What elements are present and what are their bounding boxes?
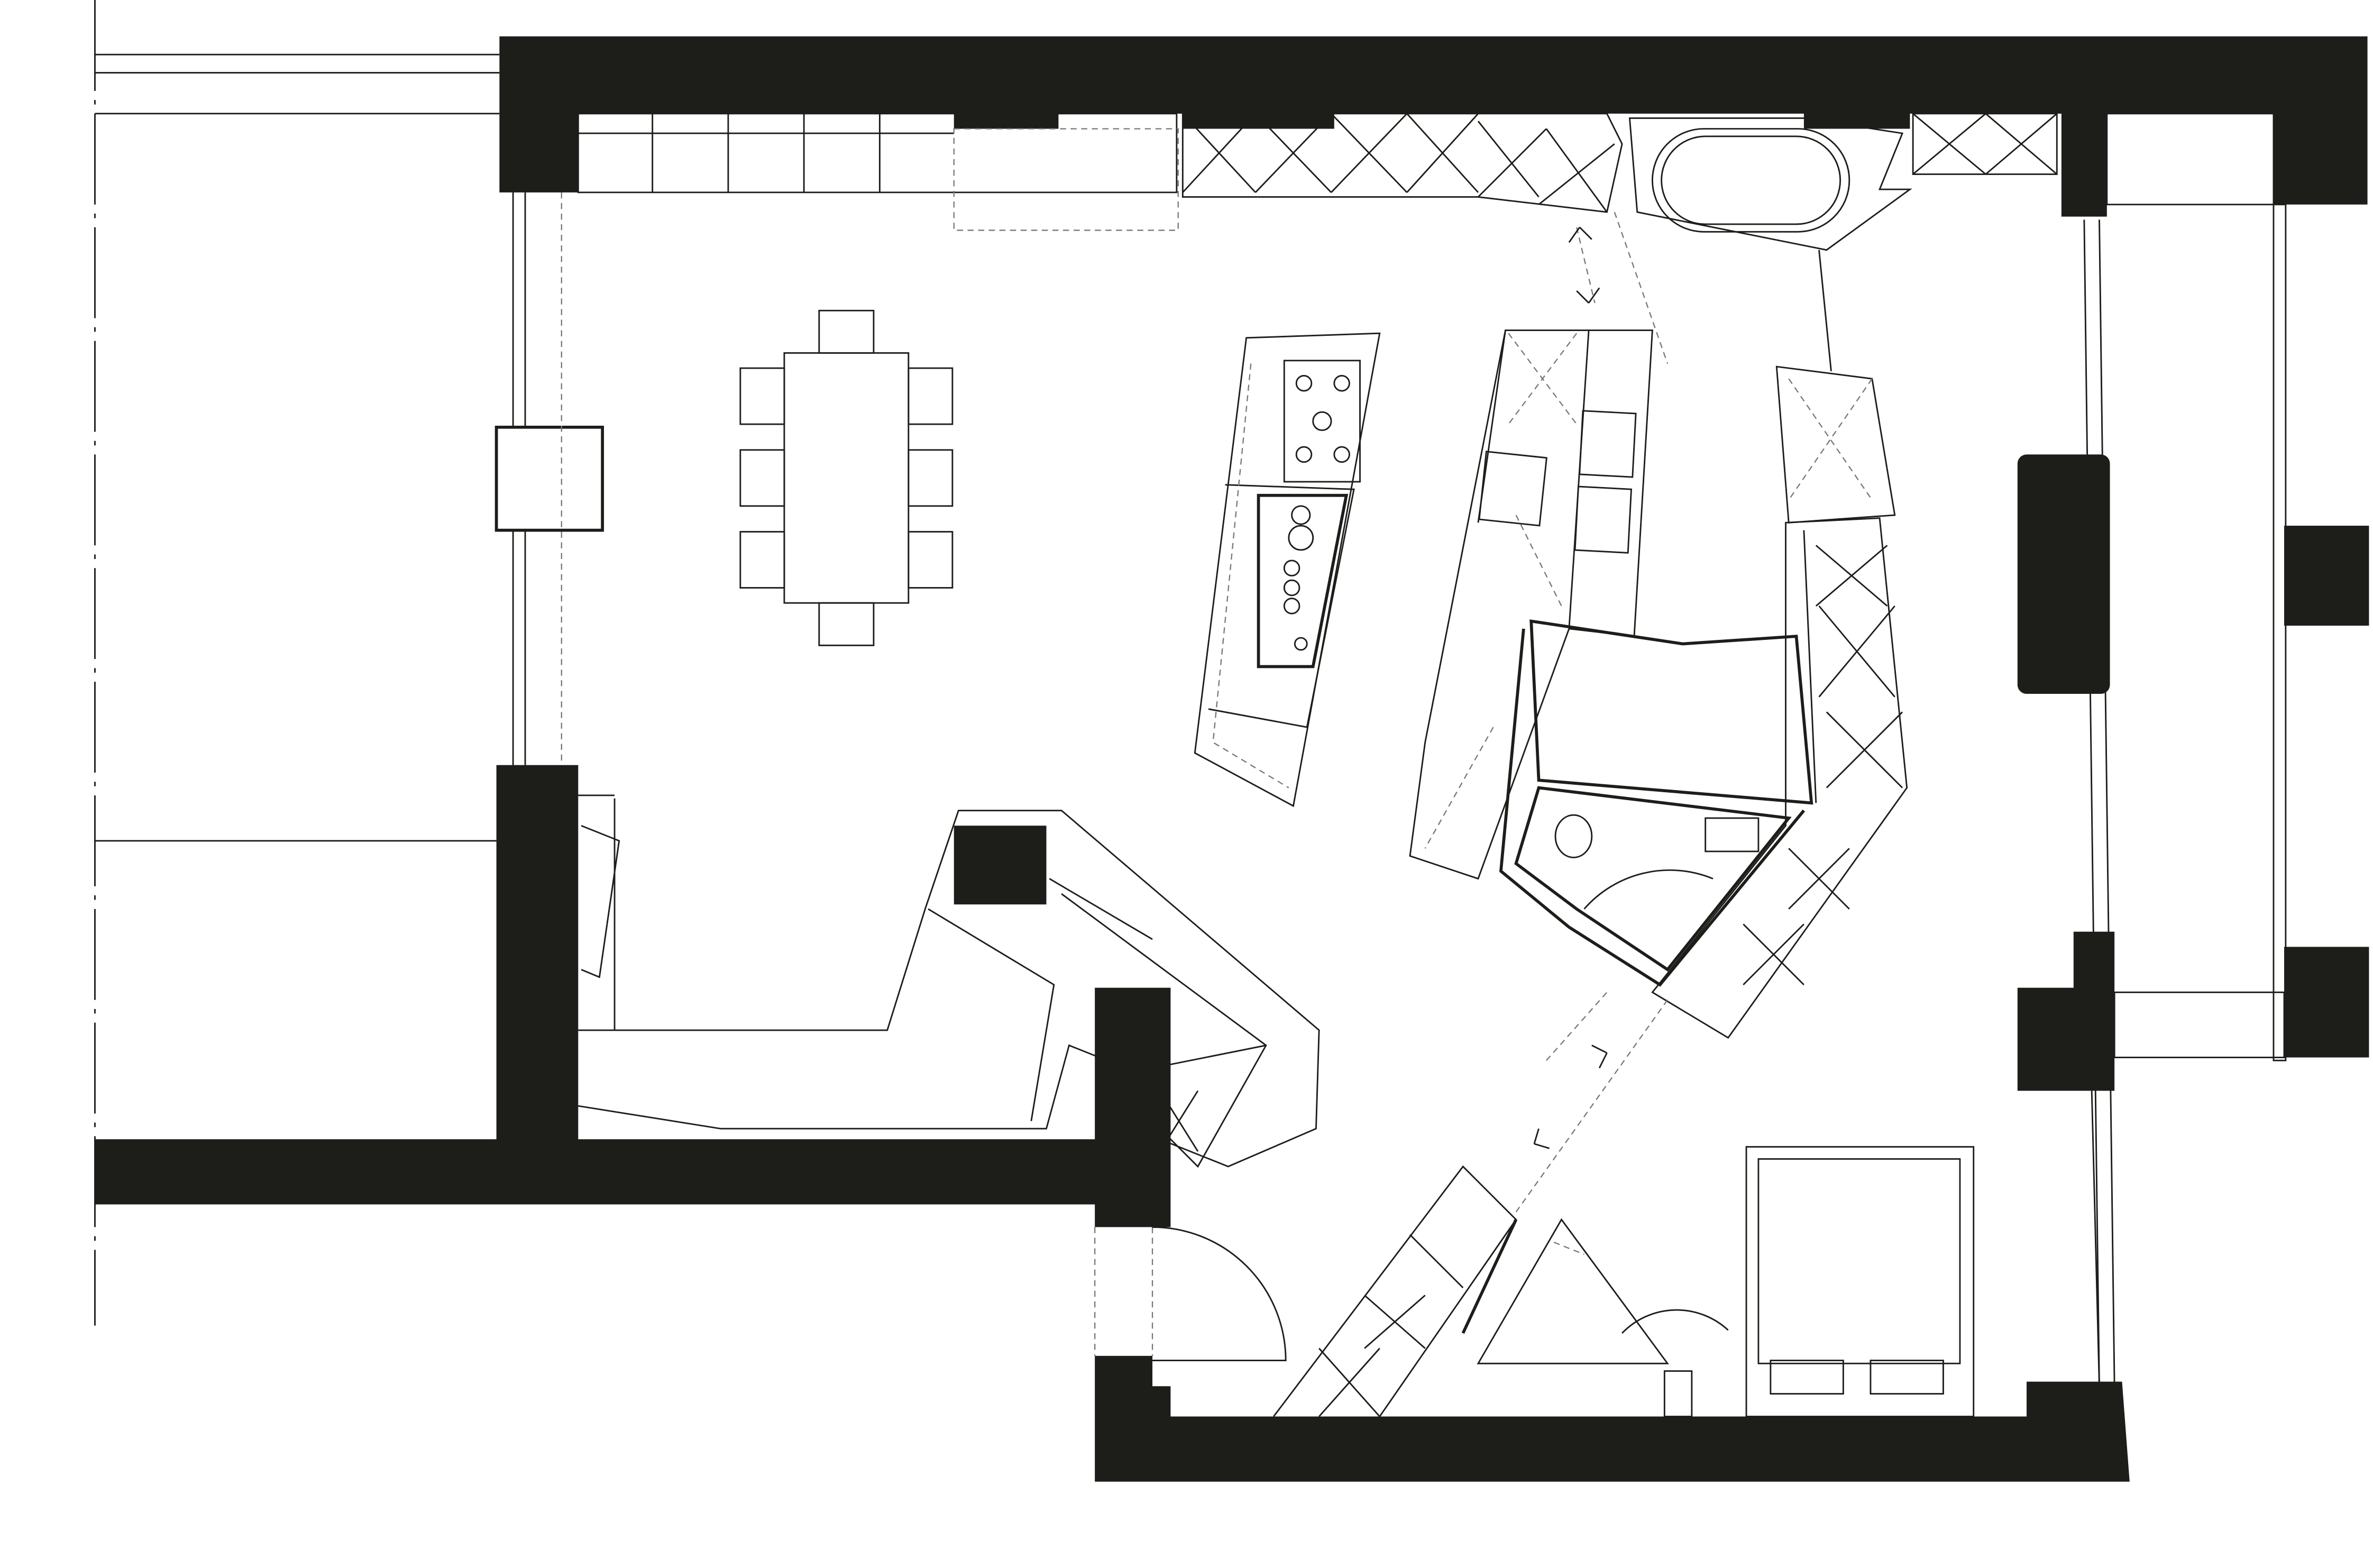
- chair: [739, 531, 785, 589]
- chair: [908, 531, 954, 589]
- lounge-seating: [578, 794, 1320, 1168]
- chair: [739, 449, 785, 507]
- left-window-block: [494, 425, 604, 532]
- top-wall: [499, 36, 2368, 217]
- fireplace-block: [954, 826, 1047, 905]
- basin: [1579, 410, 1637, 478]
- sink: [1257, 493, 1349, 668]
- right-column: [2017, 454, 2110, 694]
- right-pillar: [2017, 931, 2115, 1091]
- sliding-door-arrows: [1515, 212, 1669, 1255]
- right-pier-upper: [2284, 526, 2369, 626]
- right-pier-lower: [2284, 947, 2369, 1058]
- basin: [1478, 451, 1547, 527]
- kitchen-island: [1194, 332, 1381, 808]
- cooktop: [1283, 360, 1361, 483]
- basin: [1574, 485, 1633, 554]
- pillow: [1770, 1360, 1844, 1395]
- bathtub-basin: [1651, 128, 1850, 233]
- dining-table: [739, 309, 954, 646]
- chair: [908, 449, 954, 507]
- left-wall: [496, 765, 579, 1144]
- chair: [739, 367, 785, 425]
- wash-basin: [1705, 817, 1760, 852]
- central-core: [1409, 250, 1908, 1039]
- top-cabinets: [577, 113, 2058, 231]
- bed: [1745, 1146, 1975, 1417]
- exterior-lines: [94, 0, 500, 1326]
- toilet: [1554, 814, 1593, 858]
- lower-left-wall: [95, 987, 1171, 1227]
- entrance-door: [1094, 1226, 1287, 1361]
- chair: [818, 309, 875, 354]
- windows: [494, 113, 2287, 1387]
- bathtub: [1628, 117, 1912, 251]
- walls: [95, 36, 2369, 1482]
- chair: [818, 602, 875, 646]
- pillow: [1870, 1360, 1944, 1395]
- bottom-wall: [1095, 1355, 2130, 1482]
- bedroom-furniture: [1273, 1146, 1975, 1417]
- chair: [908, 367, 954, 425]
